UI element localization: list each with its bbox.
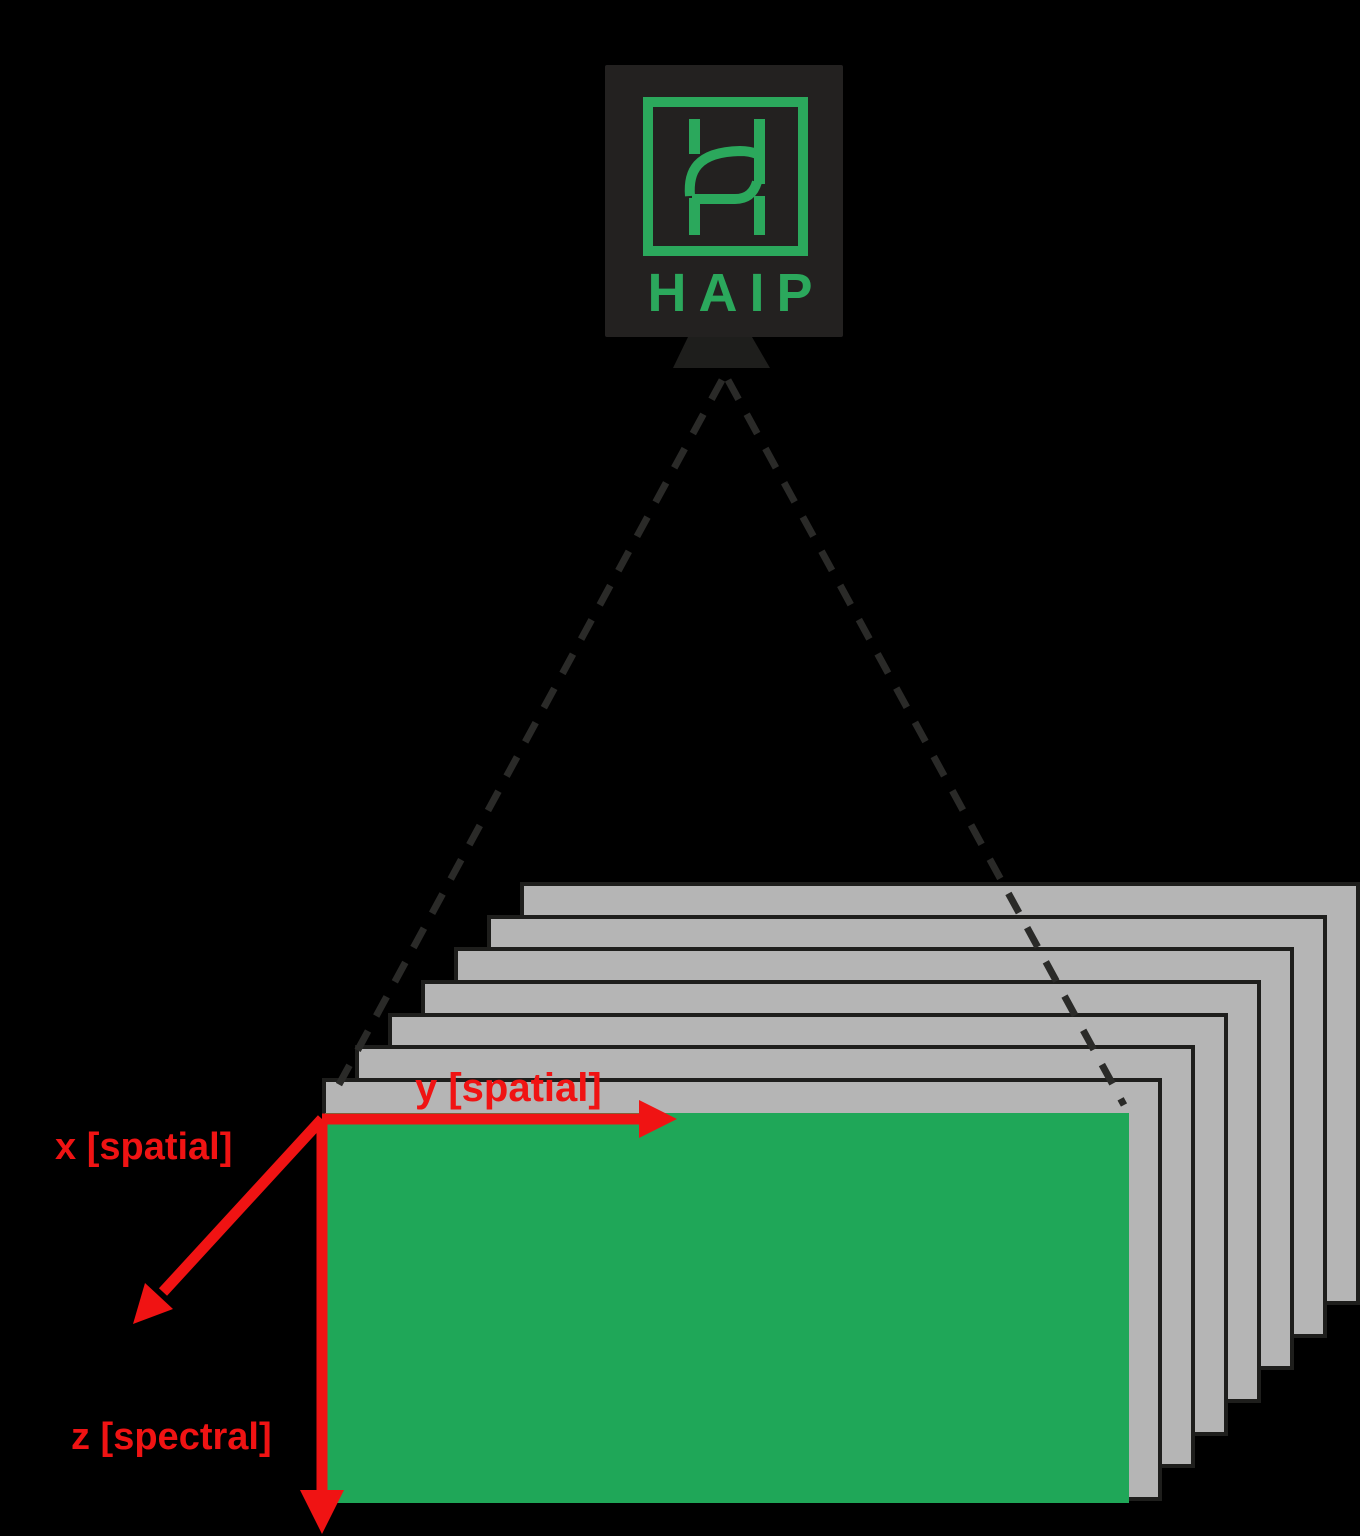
camera-lens-icon xyxy=(673,337,770,368)
z-axis-label: z [spectral] xyxy=(71,1416,272,1458)
haip-logo-icon xyxy=(643,97,808,256)
front-spectral-layer xyxy=(325,1113,1129,1503)
logo-square-frame xyxy=(643,97,808,256)
haip-logo-panel: HAIP xyxy=(605,65,843,337)
haip-wordmark: HAIP xyxy=(647,263,825,323)
logo-leaf-upper-edge xyxy=(684,145,759,197)
x-axis-arrowhead-icon xyxy=(133,1283,173,1324)
x-axis-label: x [spatial] xyxy=(55,1126,233,1168)
logo-leaf-lower-edge xyxy=(692,180,762,204)
y-axis-label: y [spatial] xyxy=(415,1066,602,1110)
